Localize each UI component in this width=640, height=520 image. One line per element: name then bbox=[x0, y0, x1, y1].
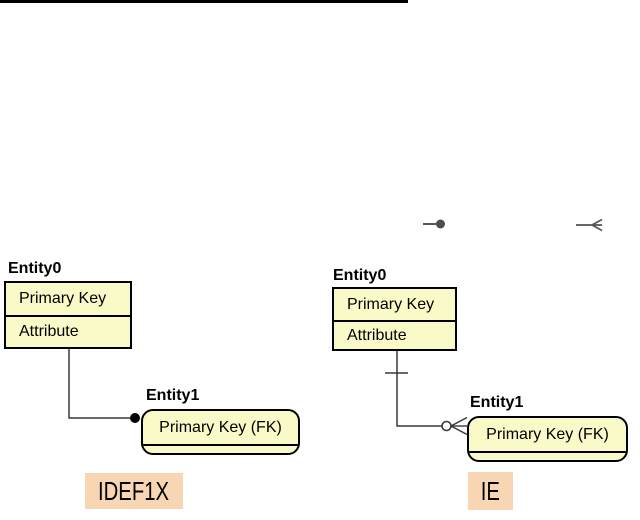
idef1x-entity1-attribute-area bbox=[143, 444, 298, 453]
idef1x-entity1-box: Primary Key (FK) bbox=[141, 409, 300, 455]
crows-foot-line-icon bbox=[576, 218, 603, 232]
top-rule bbox=[0, 0, 408, 3]
idef1x-entity0-box: Primary Key Attribute bbox=[4, 281, 132, 349]
ie-entity0-box: Primary Key Attribute bbox=[332, 287, 457, 351]
ie-entity1-box: Primary Key (FK) bbox=[467, 416, 628, 462]
ie-entity1-title: Entity1 bbox=[470, 394, 524, 411]
ie-label: IE bbox=[468, 472, 513, 510]
idef1x-entity0-primary-key-row: Primary Key bbox=[6, 283, 130, 317]
idef1x-entity0-title: Entity0 bbox=[8, 260, 62, 277]
ie-crows-foot bbox=[450, 416, 468, 436]
idef1x-label-text: IDEF1X bbox=[98, 475, 170, 506]
ie-optional-circle bbox=[441, 420, 452, 432]
ie-label-text: IE bbox=[480, 475, 501, 506]
ie-entity1-attribute-area bbox=[469, 451, 626, 460]
ie-entity0-title: Entity0 bbox=[333, 267, 387, 284]
idef1x-entity1-primary-key-fk-row: Primary Key (FK) bbox=[159, 418, 282, 436]
ie-entity0-attribute-row: Attribute bbox=[347, 326, 407, 344]
idef1x-entity1-title: Entity1 bbox=[146, 387, 200, 404]
idef1x-connector bbox=[68, 349, 130, 419]
idef1x-label: IDEF1X bbox=[85, 473, 183, 509]
ie-entity0-primary-key-row: Primary Key bbox=[334, 289, 455, 322]
ie-connector bbox=[385, 351, 442, 427]
filled-dot-line-icon bbox=[423, 219, 445, 229]
idef1x-entity0-attribute-row: Attribute bbox=[19, 323, 79, 340]
idef1x-child-dot bbox=[130, 413, 140, 423]
ie-entity1-primary-key-fk-row: Primary Key (FK) bbox=[486, 425, 609, 443]
